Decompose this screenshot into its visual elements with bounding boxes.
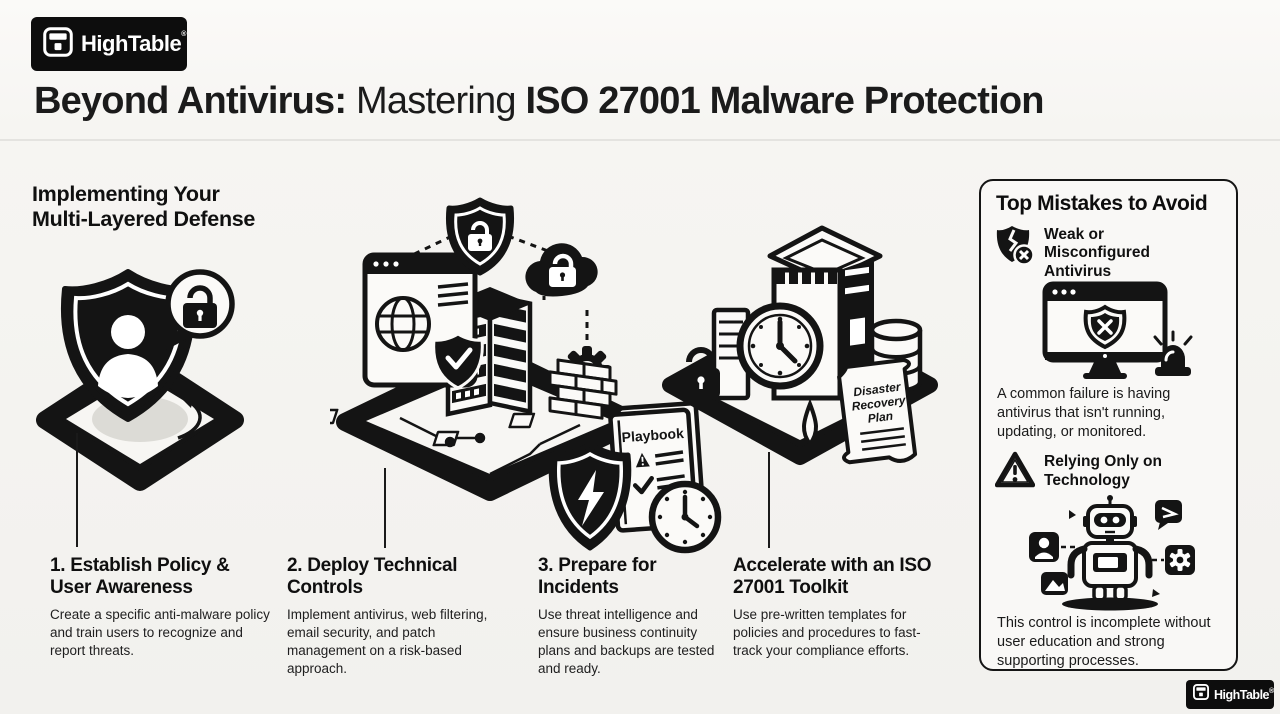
page-title: Beyond Antivirus: Mastering ISO 27001 Ma… [34,80,1244,123]
mistake-2-title: Relying Only on Technology [1044,453,1162,489]
network-links [330,408,581,476]
step-1: 1. Establish Policy & User Awareness Cre… [50,555,272,660]
user-badge-icon [1028,532,1059,563]
step-3: 3. Prepare for Incidents Use threat inte… [538,555,720,678]
step1-illustration [28,258,248,498]
step-2: 2. Deploy Technical Controls Implement a… [287,555,505,678]
connector-line-step2 [384,468,386,548]
scroll-line-2: Recovery [851,393,908,414]
section-heading: Implementing Your Multi-Layered Defense [32,182,256,232]
cloud-lock-icon [525,243,598,297]
disaster-recovery-scroll-icon: Disaster Recovery Plan [837,357,918,465]
mistake-1-title: Weak or Misconfigured Antivirus [1044,226,1150,280]
firewall-bricks-icon [548,358,618,420]
hightable-logo: HighTable® [31,17,187,71]
browser-globe-icon [362,252,478,388]
warning-triangle-icon [994,451,1036,494]
panel-heading: Top Mistakes to Avoid [996,192,1208,215]
image-badge-icon [1040,572,1068,596]
step3-illustration: Playbook [540,398,732,554]
robot-illustration [981,494,1236,612]
padlock-icon [682,347,720,398]
step-4-title: Accelerate with an ISO 27001 Toolkit [733,555,932,599]
robot-icon [1028,495,1195,611]
table-logo-icon [43,26,73,62]
connector-line-step1 [76,433,78,547]
shield-x-icon [1083,304,1126,350]
step4-illustration: Disaster Recovery Plan [662,218,942,508]
chat-badge-icon [1154,500,1182,531]
gear-badge-icon [1164,545,1195,576]
scroll-line-3: Plan [867,409,894,426]
connector-line-step4 [768,452,770,548]
hightable-logo-footer: HighTable® [1186,680,1274,709]
playbook-icon: Playbook [608,401,706,533]
logo-wordmark: HighTable® [1214,687,1274,702]
shield-lightning-icon [548,441,632,551]
title-regular: Mastering [356,80,516,122]
shield-user-icon [61,269,195,422]
alarm-siren-icon [1153,330,1192,376]
playbook-label: Playbook [621,425,684,445]
step-4: Accelerate with an ISO 27001 Toolkit Use… [733,555,939,660]
mistake-1-description: A common failure is having antivirus tha… [997,385,1171,440]
top-mistakes-panel: Top Mistakes to Avoid Weak or Misconfigu… [979,179,1238,671]
scroll-line-1: Disaster [853,379,903,399]
shield-lock-icon [445,197,515,276]
padlock-bubble-icon [165,269,235,350]
table-logo-icon [1193,684,1209,705]
monitor-shield-x-icon [1042,281,1192,379]
mistake-2: Relying Only on Technology [981,447,1236,494]
step-1-description: Create a specific anti-malware policy an… [50,607,270,658]
monitor-illustration [981,281,1236,383]
step2-illustration [330,192,650,504]
clock-icon [648,480,722,554]
step-2-description: Implement antivirus, web filtering, emai… [287,607,488,676]
broken-shield-x-icon [995,224,1035,271]
mistake-1: Weak or Misconfigured Antivirus [981,220,1236,281]
step-2-title: 2. Deploy Technical Controls [287,555,458,599]
mistake-2-description: This control is incomplete without user … [997,615,1211,670]
shield-check-icon [432,332,484,390]
title-bold-2: ISO 27001 Malware Protection [525,80,1044,122]
step-3-description: Use threat intelligence and ensure busin… [538,607,715,676]
divider-line [0,139,1280,141]
title-bold-1: Beyond Antivirus: [34,80,347,122]
step-1-title: 1. Establish Policy & User Awareness [50,555,230,599]
step-4-description: Use pre-written templates for policies a… [733,607,921,658]
logo-wordmark: HighTable® [81,31,186,56]
clock-tower-icon [711,225,883,448]
step-3-title: 3. Prepare for Incidents [538,555,657,599]
